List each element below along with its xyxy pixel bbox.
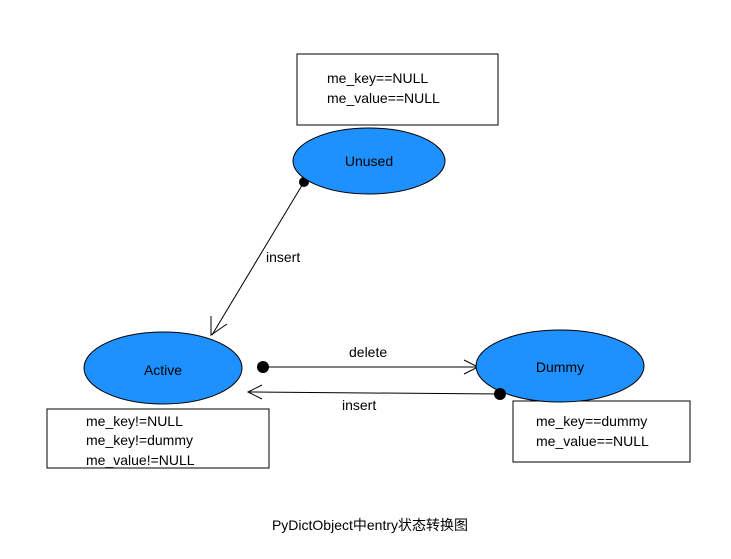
dummy-source-dot: [494, 388, 506, 400]
transition-unused-to-active-label: insert: [266, 249, 300, 265]
note-active-line-2: me_key!=dummy: [86, 432, 193, 448]
state-dummy: Dummy: [475, 329, 645, 403]
state-unused-label: Unused: [345, 153, 393, 169]
note-dummy: me_key==dummy me_value==NULL: [512, 400, 691, 463]
active-source-dot: [257, 361, 269, 373]
transition-active-to-dummy-label: delete: [349, 344, 387, 360]
transition-active-to-dummy: delete: [263, 344, 480, 375]
note-dummy-line-1: me_key==dummy: [536, 413, 647, 429]
diagram-caption: PyDictObject中entry状态转换图: [272, 517, 468, 533]
state-active-label: Active: [144, 362, 182, 378]
note-unused-line-1: me_key==NULL: [327, 70, 428, 86]
note-active: me_key!=NULL me_key!=dummy me_value!=NUL…: [46, 408, 270, 469]
transition-dummy-to-active: insert: [246, 384, 501, 413]
note-unused: me_key==NULL me_value==NULL: [296, 53, 499, 126]
note-unused-line-2: me_value==NULL: [327, 90, 440, 106]
note-active-line-3: me_value!=NULL: [86, 452, 195, 468]
state-dummy-label: Dummy: [536, 359, 584, 375]
note-dummy-line-2: me_value==NULL: [536, 433, 649, 449]
transition-unused-to-active: insert: [210, 177, 309, 336]
state-active: Active: [83, 331, 243, 405]
state-unused: Unused: [292, 127, 446, 195]
note-active-line-1: me_key!=NULL: [86, 413, 183, 429]
transition-dummy-to-active-label: insert: [342, 397, 376, 413]
